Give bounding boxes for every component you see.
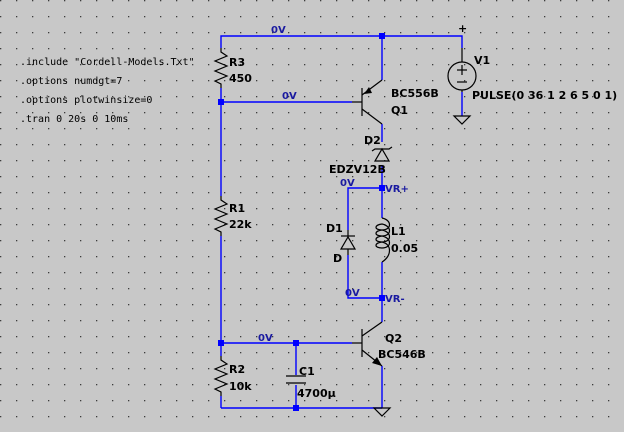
d2-model[interactable]: EDZV12B xyxy=(329,163,386,176)
v1-value[interactable]: PULSE(0 36 1 2 6 5 0 1) xyxy=(472,89,617,102)
r3-name[interactable]: R3 xyxy=(229,56,245,69)
r2-value[interactable]: 10k xyxy=(229,380,252,393)
d2-triangle xyxy=(373,147,391,162)
d2-cathode-bar xyxy=(371,146,393,152)
spice-directives[interactable]: .include "Cordell-Models.Txt" .options n… xyxy=(20,57,195,125)
resistor-r1[interactable]: R1 22k xyxy=(213,196,252,236)
transistor-q1[interactable]: BC556B Q1 xyxy=(352,79,439,125)
wire-vrplus-left[interactable] xyxy=(347,187,382,230)
net-label-vr-minus[interactable]: VR- xyxy=(385,294,405,305)
junction-dot xyxy=(218,99,224,105)
transistor-q2[interactable]: Q2 BC546B xyxy=(352,321,426,367)
junction-dot xyxy=(379,185,385,191)
r1-name[interactable]: R1 xyxy=(229,202,245,215)
r1-value[interactable]: 22k xyxy=(229,218,252,231)
zener-d2[interactable]: D2 EDZV12B xyxy=(329,134,393,176)
ground-icon[interactable] xyxy=(452,115,472,125)
inductor-l1[interactable]: L1 0.05 xyxy=(375,217,418,263)
net-label-vr-plus[interactable]: VR+ xyxy=(385,184,409,195)
wire-top-rail[interactable] xyxy=(220,35,463,48)
q2-model[interactable]: BC546B xyxy=(378,348,426,361)
wires[interactable] xyxy=(220,35,463,409)
net-label-top[interactable]: 0V xyxy=(271,25,286,36)
r3-value[interactable]: 450 xyxy=(229,72,252,85)
q1-name[interactable]: Q1 xyxy=(391,104,408,117)
junction-dot xyxy=(293,340,299,346)
d1-name[interactable]: D1 xyxy=(326,222,343,235)
voltage-source-v1[interactable]: + V1 PULSE(0 36 1 2 6 5 0 1) xyxy=(447,22,617,102)
junction-dot xyxy=(218,340,224,346)
capacitor-c1[interactable]: C1 4700µ xyxy=(286,365,336,400)
net-labels[interactable]: 0V 0V 0V VR+ 0V VR- 0V xyxy=(258,25,409,344)
directive-numdgt[interactable]: .options numdgt=7 xyxy=(20,76,122,87)
directive-tran[interactable]: .tran 0 20s 0 10ms xyxy=(20,114,128,125)
l1-name[interactable]: L1 xyxy=(391,225,406,238)
wire-vrminus-left[interactable] xyxy=(347,255,382,299)
q2-collector-lead[interactable] xyxy=(361,321,383,337)
r2-body[interactable] xyxy=(213,356,229,396)
ground-icon[interactable] xyxy=(372,407,392,417)
net-label-vr-left[interactable]: 0V xyxy=(340,178,355,189)
net-label-vr-bottom[interactable]: 0V xyxy=(345,288,360,299)
c1-name[interactable]: C1 xyxy=(299,365,315,378)
r2-name[interactable]: R2 xyxy=(229,363,245,376)
r1-body[interactable] xyxy=(213,196,229,236)
junction-dot xyxy=(379,33,385,39)
q1-collector-lead[interactable] xyxy=(361,108,383,125)
ground-symbols[interactable] xyxy=(372,115,472,417)
q1-emitter-arrow xyxy=(364,87,372,94)
net-label-q1-base[interactable]: 0V xyxy=(282,91,297,102)
q2-emitter-arrow xyxy=(372,357,382,366)
junctions xyxy=(218,33,385,411)
resistor-r2[interactable]: R2 10k xyxy=(213,356,252,396)
directive-plotwinsize[interactable]: .options plotwinsize=0 xyxy=(20,95,152,106)
net-label-q2-base[interactable]: 0V xyxy=(258,333,273,344)
diode-d1[interactable]: D1 D xyxy=(326,222,357,265)
v1-plus-marker: + xyxy=(458,22,467,35)
c1-value[interactable]: 4700µ xyxy=(297,387,336,400)
v1-name[interactable]: V1 xyxy=(474,54,490,67)
directive-include[interactable]: .include "Cordell-Models.Txt" xyxy=(20,57,195,68)
d1-model[interactable]: D xyxy=(333,252,342,265)
d2-name[interactable]: D2 xyxy=(364,134,381,147)
junction-dot xyxy=(293,405,299,411)
resistor-r3[interactable]: R3 450 xyxy=(213,48,252,88)
l1-coil[interactable] xyxy=(375,217,391,263)
q1-model[interactable]: BC556B xyxy=(391,87,439,100)
q2-name[interactable]: Q2 xyxy=(385,332,402,345)
l1-value[interactable]: 0.05 xyxy=(391,242,418,255)
r3-body[interactable] xyxy=(213,48,229,88)
junction-dot xyxy=(379,295,385,301)
